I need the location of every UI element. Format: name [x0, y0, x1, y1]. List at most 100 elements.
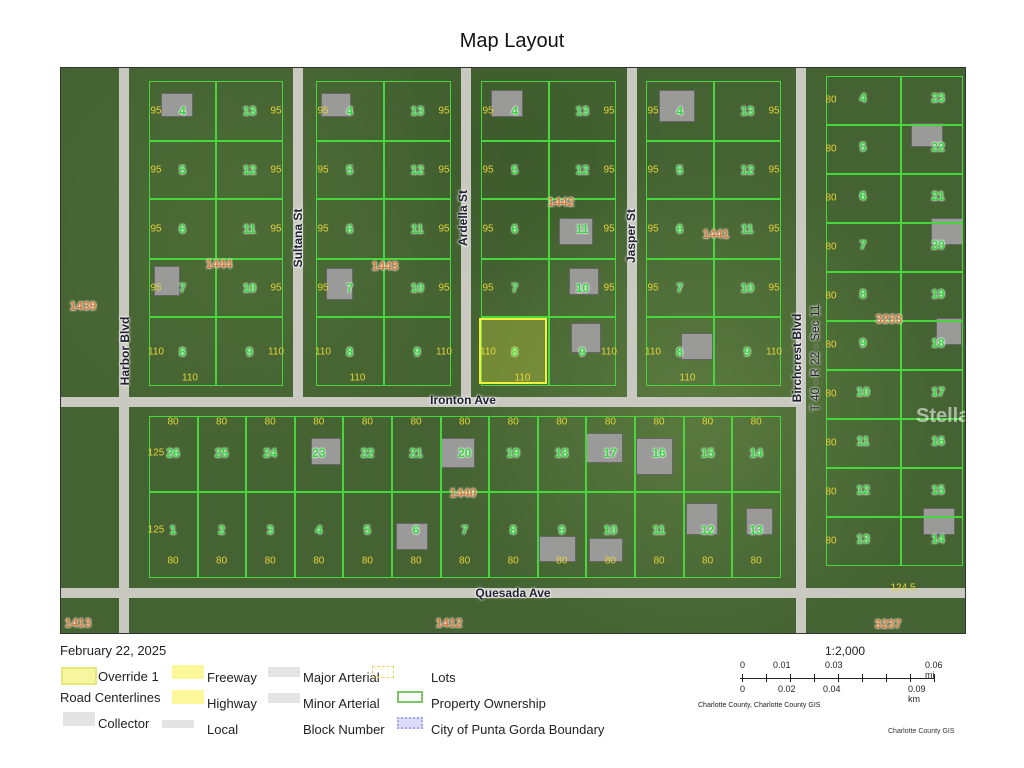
property-lot[interactable]: [481, 141, 549, 199]
property-lot[interactable]: [548, 317, 616, 386]
property-lot[interactable]: [646, 259, 714, 317]
lot-number: 15: [931, 483, 945, 497]
property-lot[interactable]: [149, 259, 216, 317]
property-lot[interactable]: [826, 174, 901, 223]
property-lot[interactable]: [826, 125, 901, 174]
property-lot[interactable]: [197, 416, 247, 492]
property-lot[interactable]: [481, 317, 549, 386]
property-lot[interactable]: [646, 81, 714, 141]
property-lot[interactable]: [646, 317, 714, 386]
house-footprint: [936, 318, 962, 345]
property-lot[interactable]: [901, 321, 963, 370]
property-lot[interactable]: [316, 199, 384, 259]
property-lot[interactable]: [713, 317, 781, 386]
property-lot[interactable]: [481, 199, 549, 259]
property-lot[interactable]: [826, 419, 901, 468]
property-lot[interactable]: [383, 199, 451, 259]
property-lot[interactable]: [635, 492, 684, 578]
property-lot[interactable]: [826, 517, 901, 566]
property-lot[interactable]: [316, 259, 384, 317]
property-lot[interactable]: [316, 141, 384, 199]
lot-number: 9: [558, 523, 566, 537]
property-lot[interactable]: [383, 141, 451, 199]
property-lot[interactable]: [901, 370, 963, 419]
property-lot[interactable]: [901, 174, 963, 223]
property-lot[interactable]: [713, 141, 781, 199]
property-lot[interactable]: [343, 492, 392, 578]
property-lot[interactable]: [548, 81, 616, 141]
property-lot[interactable]: [901, 517, 963, 566]
property-lot[interactable]: [713, 81, 781, 141]
property-lot[interactable]: [586, 492, 635, 578]
property-lot[interactable]: [901, 125, 963, 174]
property-lot[interactable]: [383, 259, 451, 317]
selected-lot-highlight[interactable]: [479, 318, 547, 384]
property-lot[interactable]: [826, 321, 901, 370]
property-lot[interactable]: [537, 416, 587, 492]
property-lot[interactable]: [294, 416, 344, 492]
property-lot[interactable]: [901, 272, 963, 321]
property-lot[interactable]: [683, 492, 733, 578]
property-lot[interactable]: [294, 492, 344, 578]
lot-number: 3: [266, 523, 274, 537]
property-lot[interactable]: [343, 416, 392, 492]
property-lot[interactable]: [216, 81, 283, 141]
property-lot[interactable]: [316, 81, 384, 141]
property-lot[interactable]: [901, 419, 963, 468]
property-lot[interactable]: [548, 199, 616, 259]
property-lot[interactable]: [392, 492, 441, 578]
property-lot[interactable]: [646, 199, 714, 259]
lot-dimension: 80: [825, 339, 837, 351]
property-lot[interactable]: [646, 141, 714, 199]
property-lot[interactable]: [713, 259, 781, 317]
property-lot[interactable]: [732, 492, 781, 578]
property-lot[interactable]: [216, 199, 283, 259]
property-lot[interactable]: [149, 317, 216, 386]
lot-number: 11: [856, 434, 870, 448]
house-footprint: [491, 90, 523, 117]
property-lot[interactable]: [826, 370, 901, 419]
property-lot[interactable]: [537, 492, 587, 578]
property-lot[interactable]: [481, 81, 549, 141]
property-lot[interactable]: [383, 81, 451, 141]
property-lot[interactable]: [246, 492, 295, 578]
property-lot[interactable]: [149, 416, 198, 492]
property-lot[interactable]: [713, 199, 781, 259]
property-lot[interactable]: [901, 223, 963, 272]
legend-highway: Highway: [207, 696, 257, 711]
property-lot[interactable]: [901, 76, 963, 125]
block-number: 1412: [435, 616, 463, 630]
property-lot[interactable]: [901, 468, 963, 517]
property-lot[interactable]: [732, 416, 781, 492]
property-lot[interactable]: [489, 492, 538, 578]
property-lot[interactable]: [149, 199, 216, 259]
property-lot[interactable]: [489, 416, 538, 492]
property-lot[interactable]: [392, 416, 441, 492]
property-lot[interactable]: [383, 317, 451, 386]
property-lot[interactable]: [548, 141, 616, 199]
property-lot[interactable]: [149, 492, 198, 578]
property-lot[interactable]: [197, 492, 247, 578]
property-lot[interactable]: [216, 141, 283, 199]
property-lot[interactable]: [149, 141, 216, 199]
property-lot[interactable]: [826, 468, 901, 517]
property-lot[interactable]: [826, 223, 901, 272]
property-lot[interactable]: [216, 259, 283, 317]
property-lot[interactable]: [683, 416, 733, 492]
property-lot[interactable]: [586, 416, 635, 492]
property-lot[interactable]: [440, 492, 490, 578]
property-lot[interactable]: [440, 416, 490, 492]
road-segment: [796, 68, 806, 633]
property-lot[interactable]: [826, 272, 901, 321]
property-lot[interactable]: [481, 259, 549, 317]
property-lot[interactable]: [246, 416, 295, 492]
block-number: 3233: [875, 312, 903, 326]
property-lot[interactable]: [149, 81, 216, 141]
street-label-quesada: Quesada Ave: [475, 586, 551, 600]
property-lot[interactable]: [316, 317, 384, 386]
property-lot[interactable]: [548, 259, 616, 317]
property-lot[interactable]: [635, 416, 684, 492]
property-lot[interactable]: [826, 76, 901, 125]
property-lot[interactable]: [216, 317, 283, 386]
